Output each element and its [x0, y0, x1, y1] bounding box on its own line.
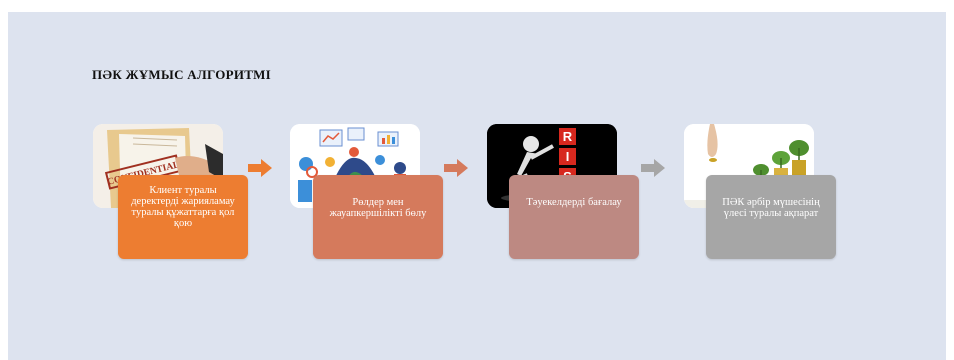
step-label-1: Клиент туралы деректерді жарияламау тура… [131, 185, 235, 229]
arrow-right-icon-3 [641, 159, 665, 177]
step-box-2: Рөлдер мен жауапкершілікті бөлу [313, 175, 443, 259]
step-box-3: Тәуекелдерді бағалау [509, 175, 639, 259]
step-label-2: Рөлдер мен жауапкершілікті бөлу [329, 197, 427, 219]
risk-letter-i: I [566, 149, 570, 164]
arrow-right-icon-2 [444, 159, 468, 177]
step-box-4: ПӘК әрбір мүшесінің үлесі туралы ақпарат [706, 175, 836, 259]
step-label-4: ПӘК әрбір мүшесінің үлесі туралы ақпарат [722, 197, 820, 219]
slide: ПӘК ЖҰМЫС АЛГОРИТМІ CONFIDENTIAL [8, 12, 946, 360]
risk-letter-r: R [563, 129, 573, 144]
page-title: ПӘК ЖҰМЫС АЛГОРИТМІ [92, 67, 272, 82]
step-label-3: Тәуекелдерді бағалау [526, 197, 622, 208]
step-box-1: Клиент туралы деректерді жарияламау тура… [118, 175, 248, 259]
arrow-right-icon-1 [248, 159, 272, 177]
